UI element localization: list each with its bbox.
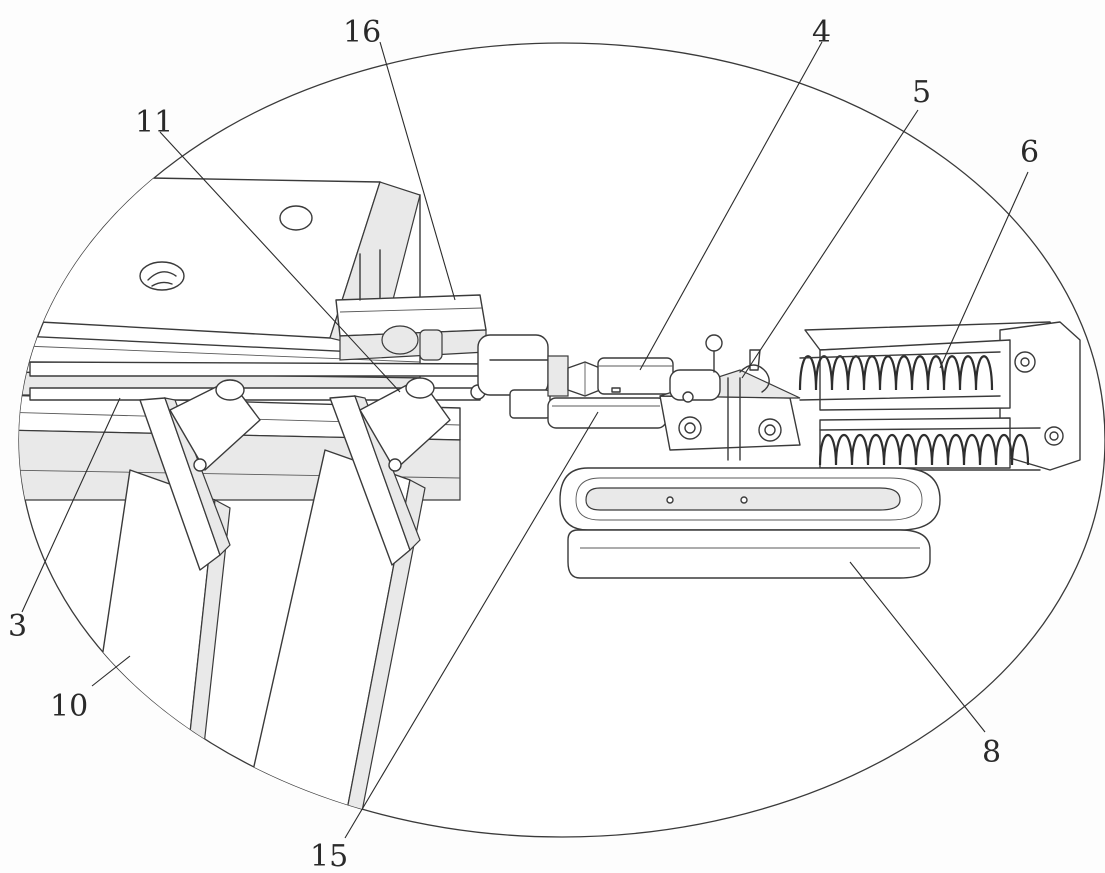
callout-6: 6 <box>1020 135 1039 170</box>
slide-track <box>335 249 487 361</box>
callout-16: 16 <box>343 15 381 50</box>
leader-lines <box>21 41 1029 839</box>
callout-10: 10 <box>50 689 88 724</box>
clamp-right <box>329 377 451 566</box>
callout-11: 11 <box>135 105 173 140</box>
clevis-joint <box>477 334 601 419</box>
assembly <box>19 177 1081 837</box>
spring-housing <box>804 321 1081 471</box>
hook-pin-assembly <box>659 334 801 461</box>
oval-slot-plate <box>559 467 941 579</box>
upper-spring <box>798 351 1001 401</box>
callout-8: 8 <box>982 735 1001 770</box>
callout-5: 5 <box>912 75 931 110</box>
shaft <box>597 357 674 395</box>
lower-shaft <box>547 397 667 429</box>
callout-4: 4 <box>812 15 831 50</box>
clamp-left <box>139 379 261 571</box>
callout-3: 3 <box>8 609 27 644</box>
callout-15: 15 <box>310 839 348 873</box>
